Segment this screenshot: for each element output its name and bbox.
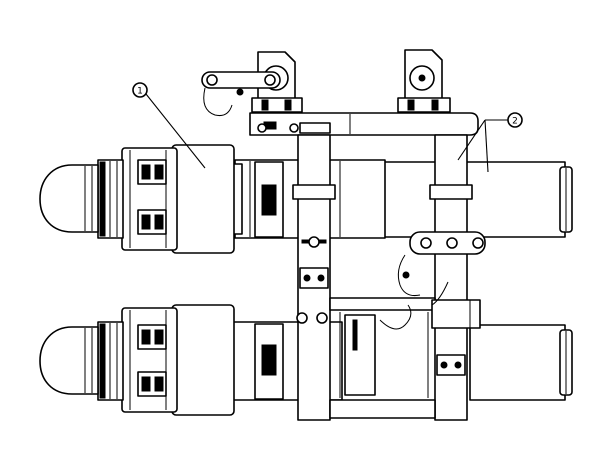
callout-2: 2 bbox=[457, 112, 523, 173]
callout-1: 1 bbox=[132, 82, 206, 169]
callout-1-label: 1 bbox=[137, 87, 143, 97]
upper-mount-right bbox=[397, 49, 451, 113]
mounting-frame bbox=[249, 112, 486, 421]
callout-2-label: 2 bbox=[512, 117, 518, 127]
upper-mount-left bbox=[201, 51, 331, 134]
